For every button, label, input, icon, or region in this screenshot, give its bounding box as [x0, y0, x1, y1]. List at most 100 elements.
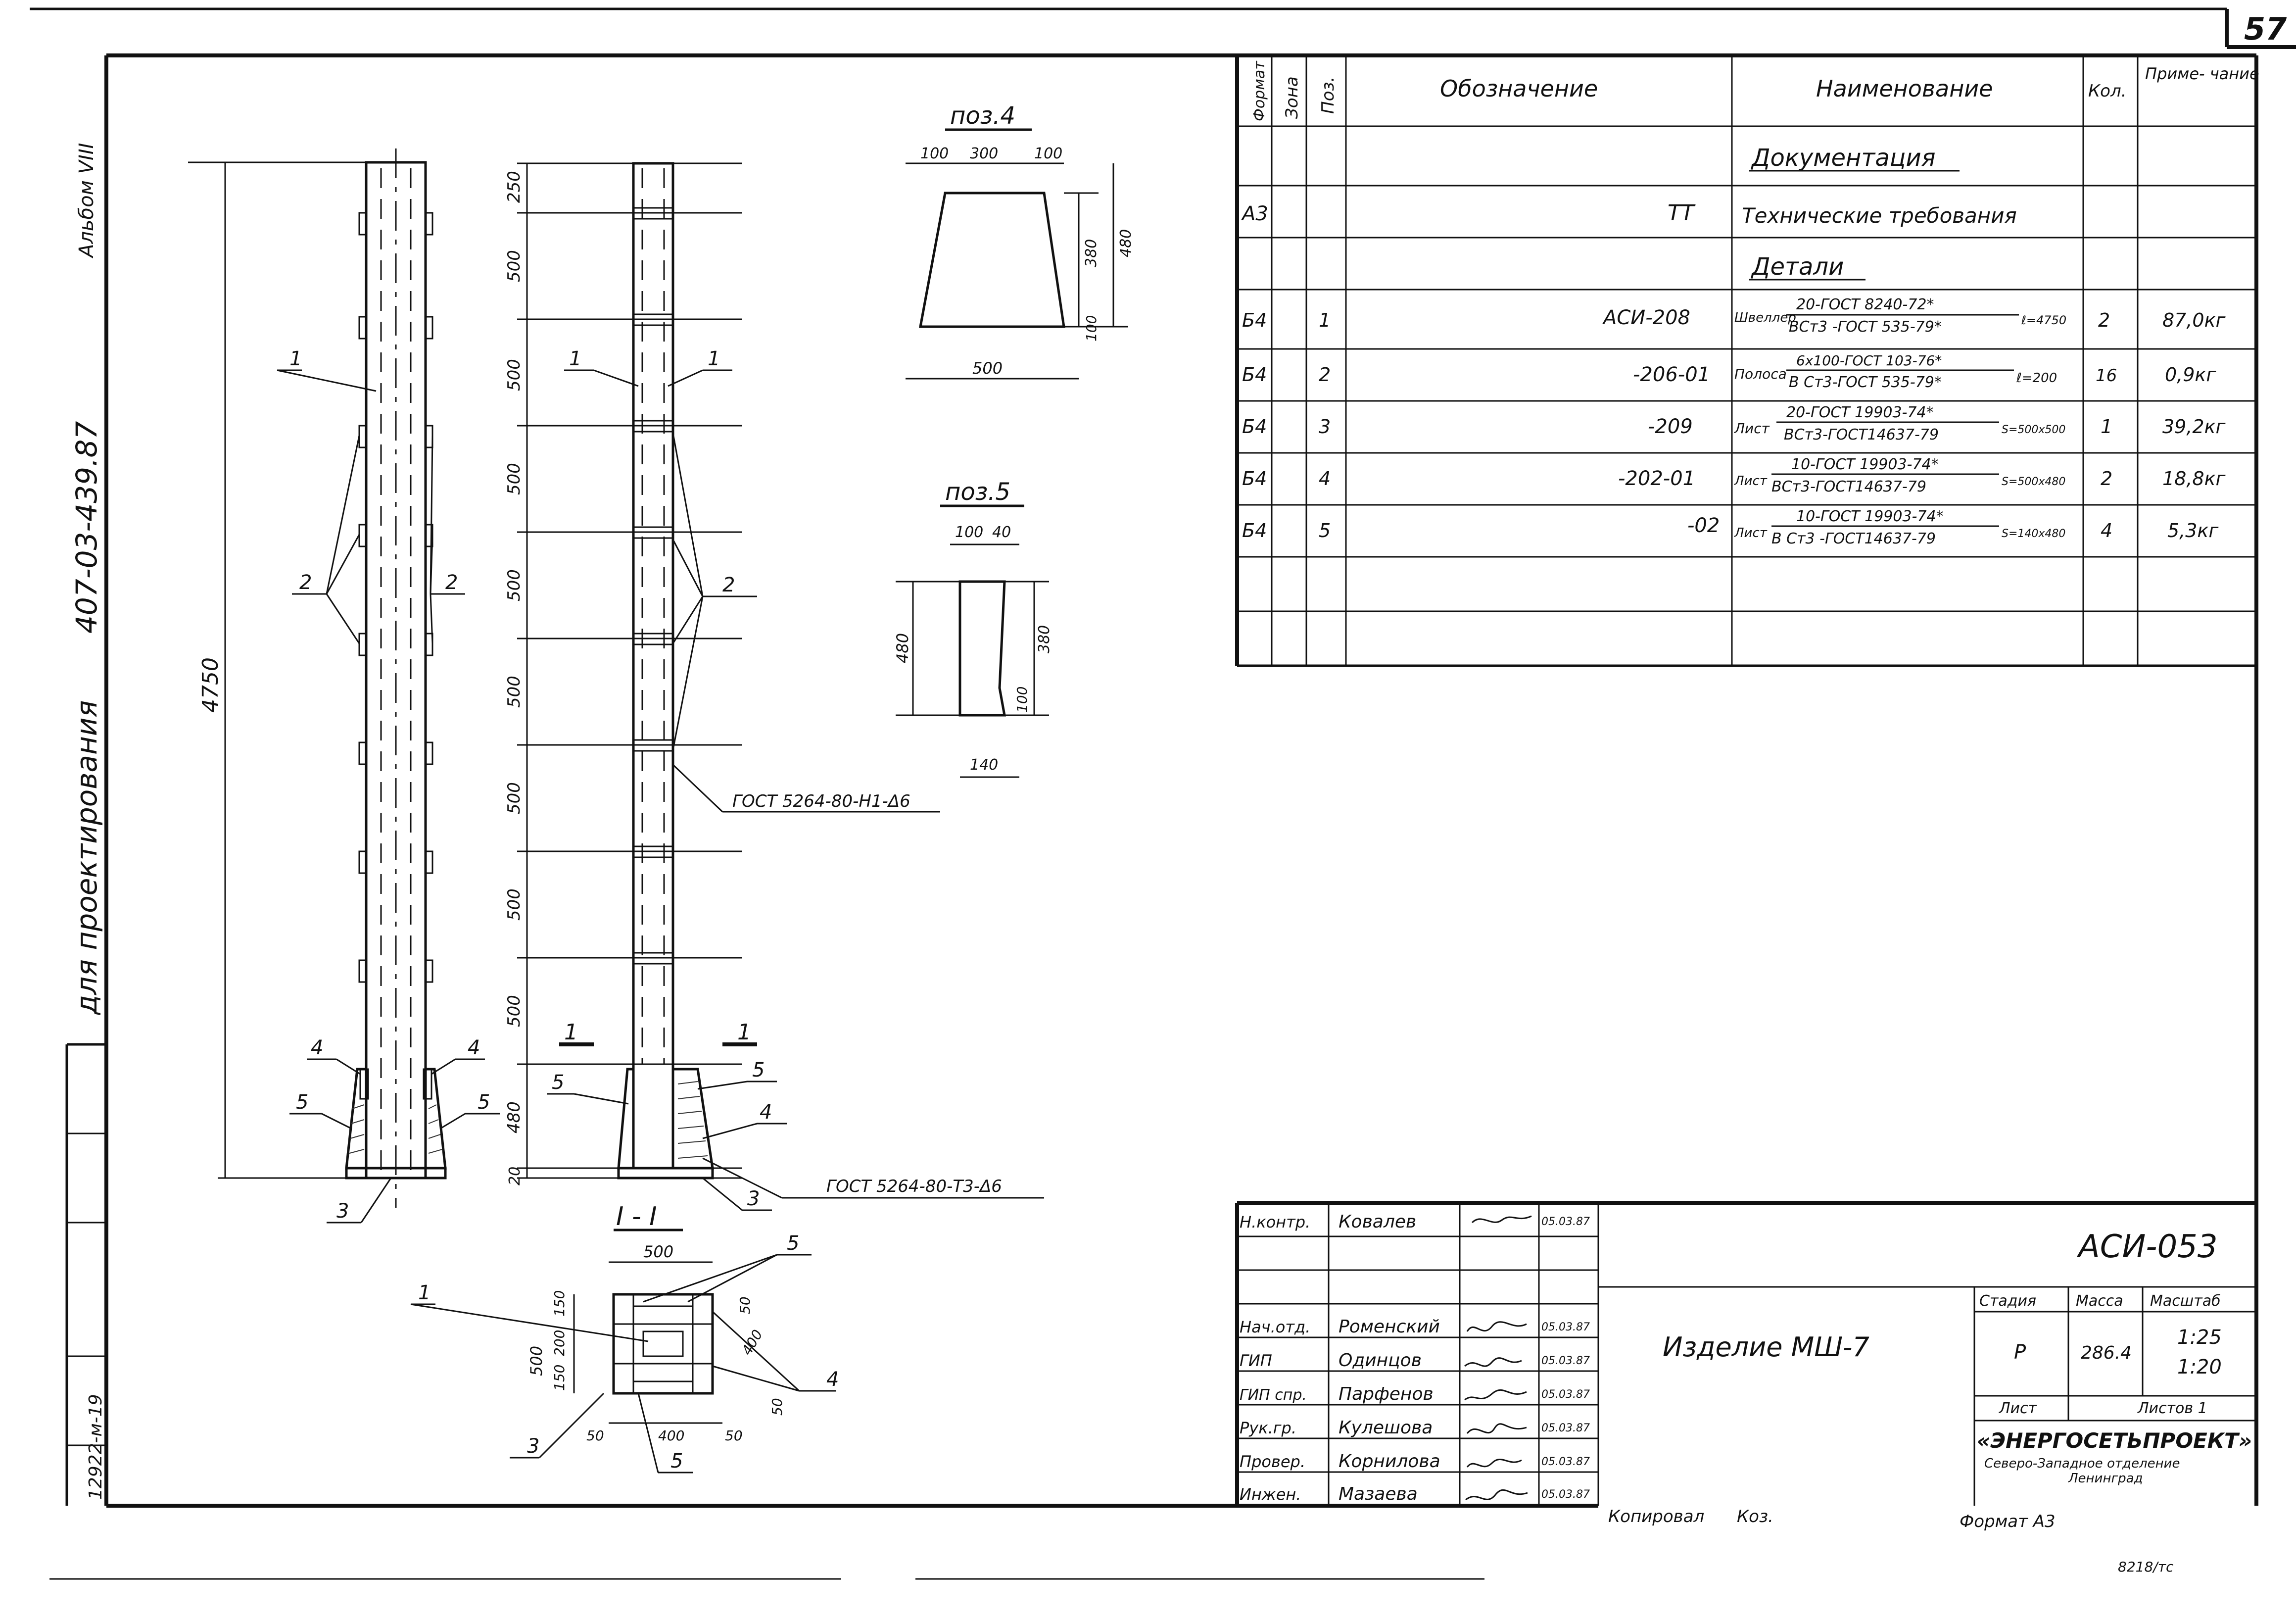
sec-dim-150-a: 150	[551, 1290, 568, 1317]
section-docs: Документация	[1751, 144, 1936, 172]
sheet-frame	[30, 7, 2296, 1580]
series-label: 407-03-439.87	[70, 421, 103, 634]
copied-by-label: Копировал	[1608, 1507, 1704, 1526]
poz4-title: поз.4	[950, 102, 1015, 130]
dim-500-e: 500	[504, 676, 524, 708]
person-name-5: Парфенов	[1339, 1384, 1434, 1404]
row3-name-suffix: S=500х500	[2002, 424, 2065, 436]
header-pos: Поз.	[1318, 77, 1338, 114]
person-name-8: Мазаева	[1339, 1484, 1418, 1504]
row3-name-bottom: ВСт3-ГОСТ14637-79	[1784, 426, 1939, 443]
row4-qty: 2	[2101, 468, 2112, 490]
poz5-dim-100: 100	[955, 524, 983, 541]
mark-2-left-b: 2	[445, 571, 458, 594]
sec-dim-50-r: 50	[737, 1296, 753, 1314]
sec-mark-3: 3	[527, 1435, 539, 1458]
row5-note: 5,3кг	[2167, 520, 2219, 541]
mark-4-side: 4	[760, 1101, 772, 1124]
dim-500-g: 500	[504, 888, 524, 921]
header-name: Наименование	[1816, 75, 1993, 102]
poz5-dim-480: 480	[893, 633, 912, 663]
row-tt-name: Технические требования	[1742, 203, 2017, 228]
row2-designation: -206-01	[1633, 363, 1710, 386]
albums-label: Альбом VIII	[75, 143, 98, 259]
dim-250: 250	[504, 171, 524, 203]
sec-dim-50-r2: 50	[769, 1398, 785, 1416]
column-elevation-view: 4750 1	[188, 148, 500, 1224]
person-role-5: ГИП спр.	[1240, 1386, 1307, 1404]
row4-note: 18,8кг	[2162, 468, 2226, 490]
row1-name-bottom: ВСт3 -ГОСТ 535-79*	[1789, 318, 1942, 336]
mass-label: Масса	[2076, 1292, 2123, 1310]
person-role-6: Рук.гр.	[1240, 1419, 1296, 1437]
mark-1-left: 1	[289, 347, 302, 370]
row-tt-designation: ТТ	[1668, 200, 1696, 226]
row1-pos: 1	[1319, 309, 1331, 331]
mark-3-side: 3	[747, 1187, 760, 1210]
row2-name-top: 6х100-ГОСТ 103-76*	[1796, 352, 1942, 369]
copied-signature: Коз.	[1737, 1507, 1773, 1526]
poz5-title: поз.5	[945, 478, 1010, 506]
org-name: «ЭНЕРГОСЕТЬПРОЕКТ»	[1977, 1428, 2252, 1453]
sheets-label: Листов 1	[2137, 1400, 2207, 1417]
stage-label: Стадия	[1979, 1292, 2036, 1310]
header-designation: Обозначение	[1440, 75, 1598, 102]
sec-dim-400: 400	[738, 1327, 765, 1358]
sec-mark-5-bottom: 5	[670, 1450, 683, 1473]
sec-dim-500-top: 500	[643, 1242, 673, 1261]
mark-2-left-a: 2	[299, 571, 312, 594]
row3-note: 39,2кг	[2162, 416, 2226, 438]
dim-500-d: 500	[504, 569, 524, 601]
section-parts: Детали	[1751, 253, 1844, 281]
person-date-6: 05.03.87	[1541, 1422, 1590, 1434]
section-mark-left: 1	[564, 1020, 578, 1045]
detail-poz-5: поз.5 100 40 480 380 100 140	[893, 478, 1053, 778]
column-side-view: 250 500 500 500 500 500 500 500 500 480 …	[504, 162, 1044, 1211]
dim-480: 480	[504, 1101, 524, 1133]
item-title: Изделие МШ-7	[1663, 1331, 1869, 1363]
scale-2: 1:20	[2177, 1356, 2222, 1378]
poz4-dim-100a: 100	[920, 145, 949, 162]
row2-pos: 2	[1319, 364, 1331, 386]
dim-500-b: 500	[504, 359, 524, 391]
mark-1-side-a: 1	[569, 347, 581, 370]
row5-qty: 4	[2101, 520, 2112, 541]
person-role-7: Провер.	[1240, 1452, 1305, 1471]
row2-qty: 16	[2096, 366, 2117, 386]
header-format: Формат	[1251, 60, 1268, 121]
person-role-3: Нач.отд.	[1240, 1318, 1310, 1336]
row4-format: Б4	[1242, 468, 1267, 490]
scale-label: Масштаб	[2150, 1292, 2221, 1310]
specification-table: Формат Зона Поз. Обозначение Наименовани…	[1235, 55, 2259, 667]
section-1-1-view: I - I 500 500 150 200 150 50 400 50 50 4…	[410, 1202, 839, 1474]
for-design-label: для проектирования	[70, 700, 103, 1015]
person-role-0: Н.контр.	[1240, 1213, 1310, 1231]
dim-500-f: 500	[504, 782, 524, 814]
row4-name-bottom: ВСт3-ГОСТ14637-79	[1771, 478, 1926, 495]
mark-3-left: 3	[336, 1200, 349, 1223]
mark-5-side-b: 5	[752, 1059, 765, 1082]
row3-pos: 3	[1319, 416, 1331, 438]
weld-note-1: ГОСТ 5264-80-Н1-Δ6	[732, 791, 910, 811]
page-number: 57	[2244, 11, 2287, 47]
row2-name-bottom: В Ст3-ГОСТ 535-79*	[1789, 374, 1942, 391]
person-name-4: Одинцов	[1339, 1350, 1422, 1371]
row3-name-top: 20-ГОСТ 19903-74*	[1786, 404, 1934, 421]
person-name-6: Кулешова	[1339, 1418, 1433, 1438]
poz4-dim-300: 300	[970, 145, 998, 162]
weld-note-2: ГОСТ 5264-80-Т3-Δ6	[826, 1177, 1002, 1196]
row5-name-top: 10-ГОСТ 19903-74*	[1796, 508, 1944, 525]
person-date-8: 05.03.87	[1541, 1488, 1590, 1501]
sec-mark-4: 4	[826, 1368, 839, 1391]
row3-qty: 1	[2101, 416, 2112, 438]
poz5-dim-40: 40	[992, 524, 1011, 541]
mark-5-left-a: 5	[296, 1091, 308, 1114]
poz4-dim-100b: 100	[1034, 145, 1062, 162]
row5-name-suffix: S=140х480	[2002, 528, 2065, 540]
row1-qty: 2	[2098, 309, 2110, 331]
org-branch: Северо-Западное отделение	[1984, 1456, 2180, 1471]
sec-dim-50-l: 50	[586, 1427, 604, 1444]
person-role-8: Инжен.	[1240, 1485, 1301, 1504]
section-title: I - I	[616, 1202, 657, 1231]
poz5-dim-100b: 100	[1014, 687, 1030, 713]
